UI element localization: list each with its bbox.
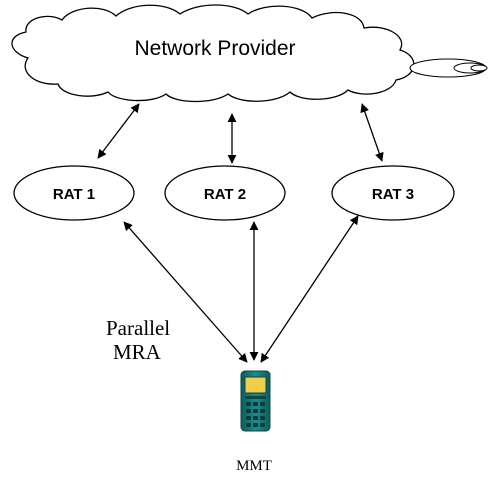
mmt-label: MMT xyxy=(236,458,272,474)
arrow-cloud-rat-1 xyxy=(97,103,140,159)
rat-node-3: RAT 3 xyxy=(331,165,455,221)
arrow-rat-1-mmt xyxy=(123,221,248,363)
arrow-rat-3-mmt xyxy=(260,215,359,363)
rat-2-ellipse xyxy=(164,165,286,221)
network-provider-cloud: Network Provider xyxy=(11,4,488,103)
rat-2-label: RAT 2 xyxy=(204,186,246,203)
rat-node-1: RAT 1 xyxy=(13,165,135,221)
mra-label: MRA xyxy=(113,340,162,364)
parallel-label: Parallel xyxy=(106,316,170,340)
rat-1-ellipse xyxy=(13,165,135,221)
mobile-phone-icon xyxy=(240,370,271,432)
rat-3-ellipse xyxy=(331,165,455,221)
rat-1-label: RAT 1 xyxy=(53,186,95,203)
rat-node-2: RAT 2 xyxy=(164,165,286,221)
cloud-tail-small xyxy=(470,64,488,72)
cloud-shape xyxy=(11,4,415,103)
arrow-cloud-rat-3 xyxy=(360,103,384,162)
rat-3-label: RAT 3 xyxy=(372,186,414,203)
cloud-label: Network Provider xyxy=(134,37,295,60)
